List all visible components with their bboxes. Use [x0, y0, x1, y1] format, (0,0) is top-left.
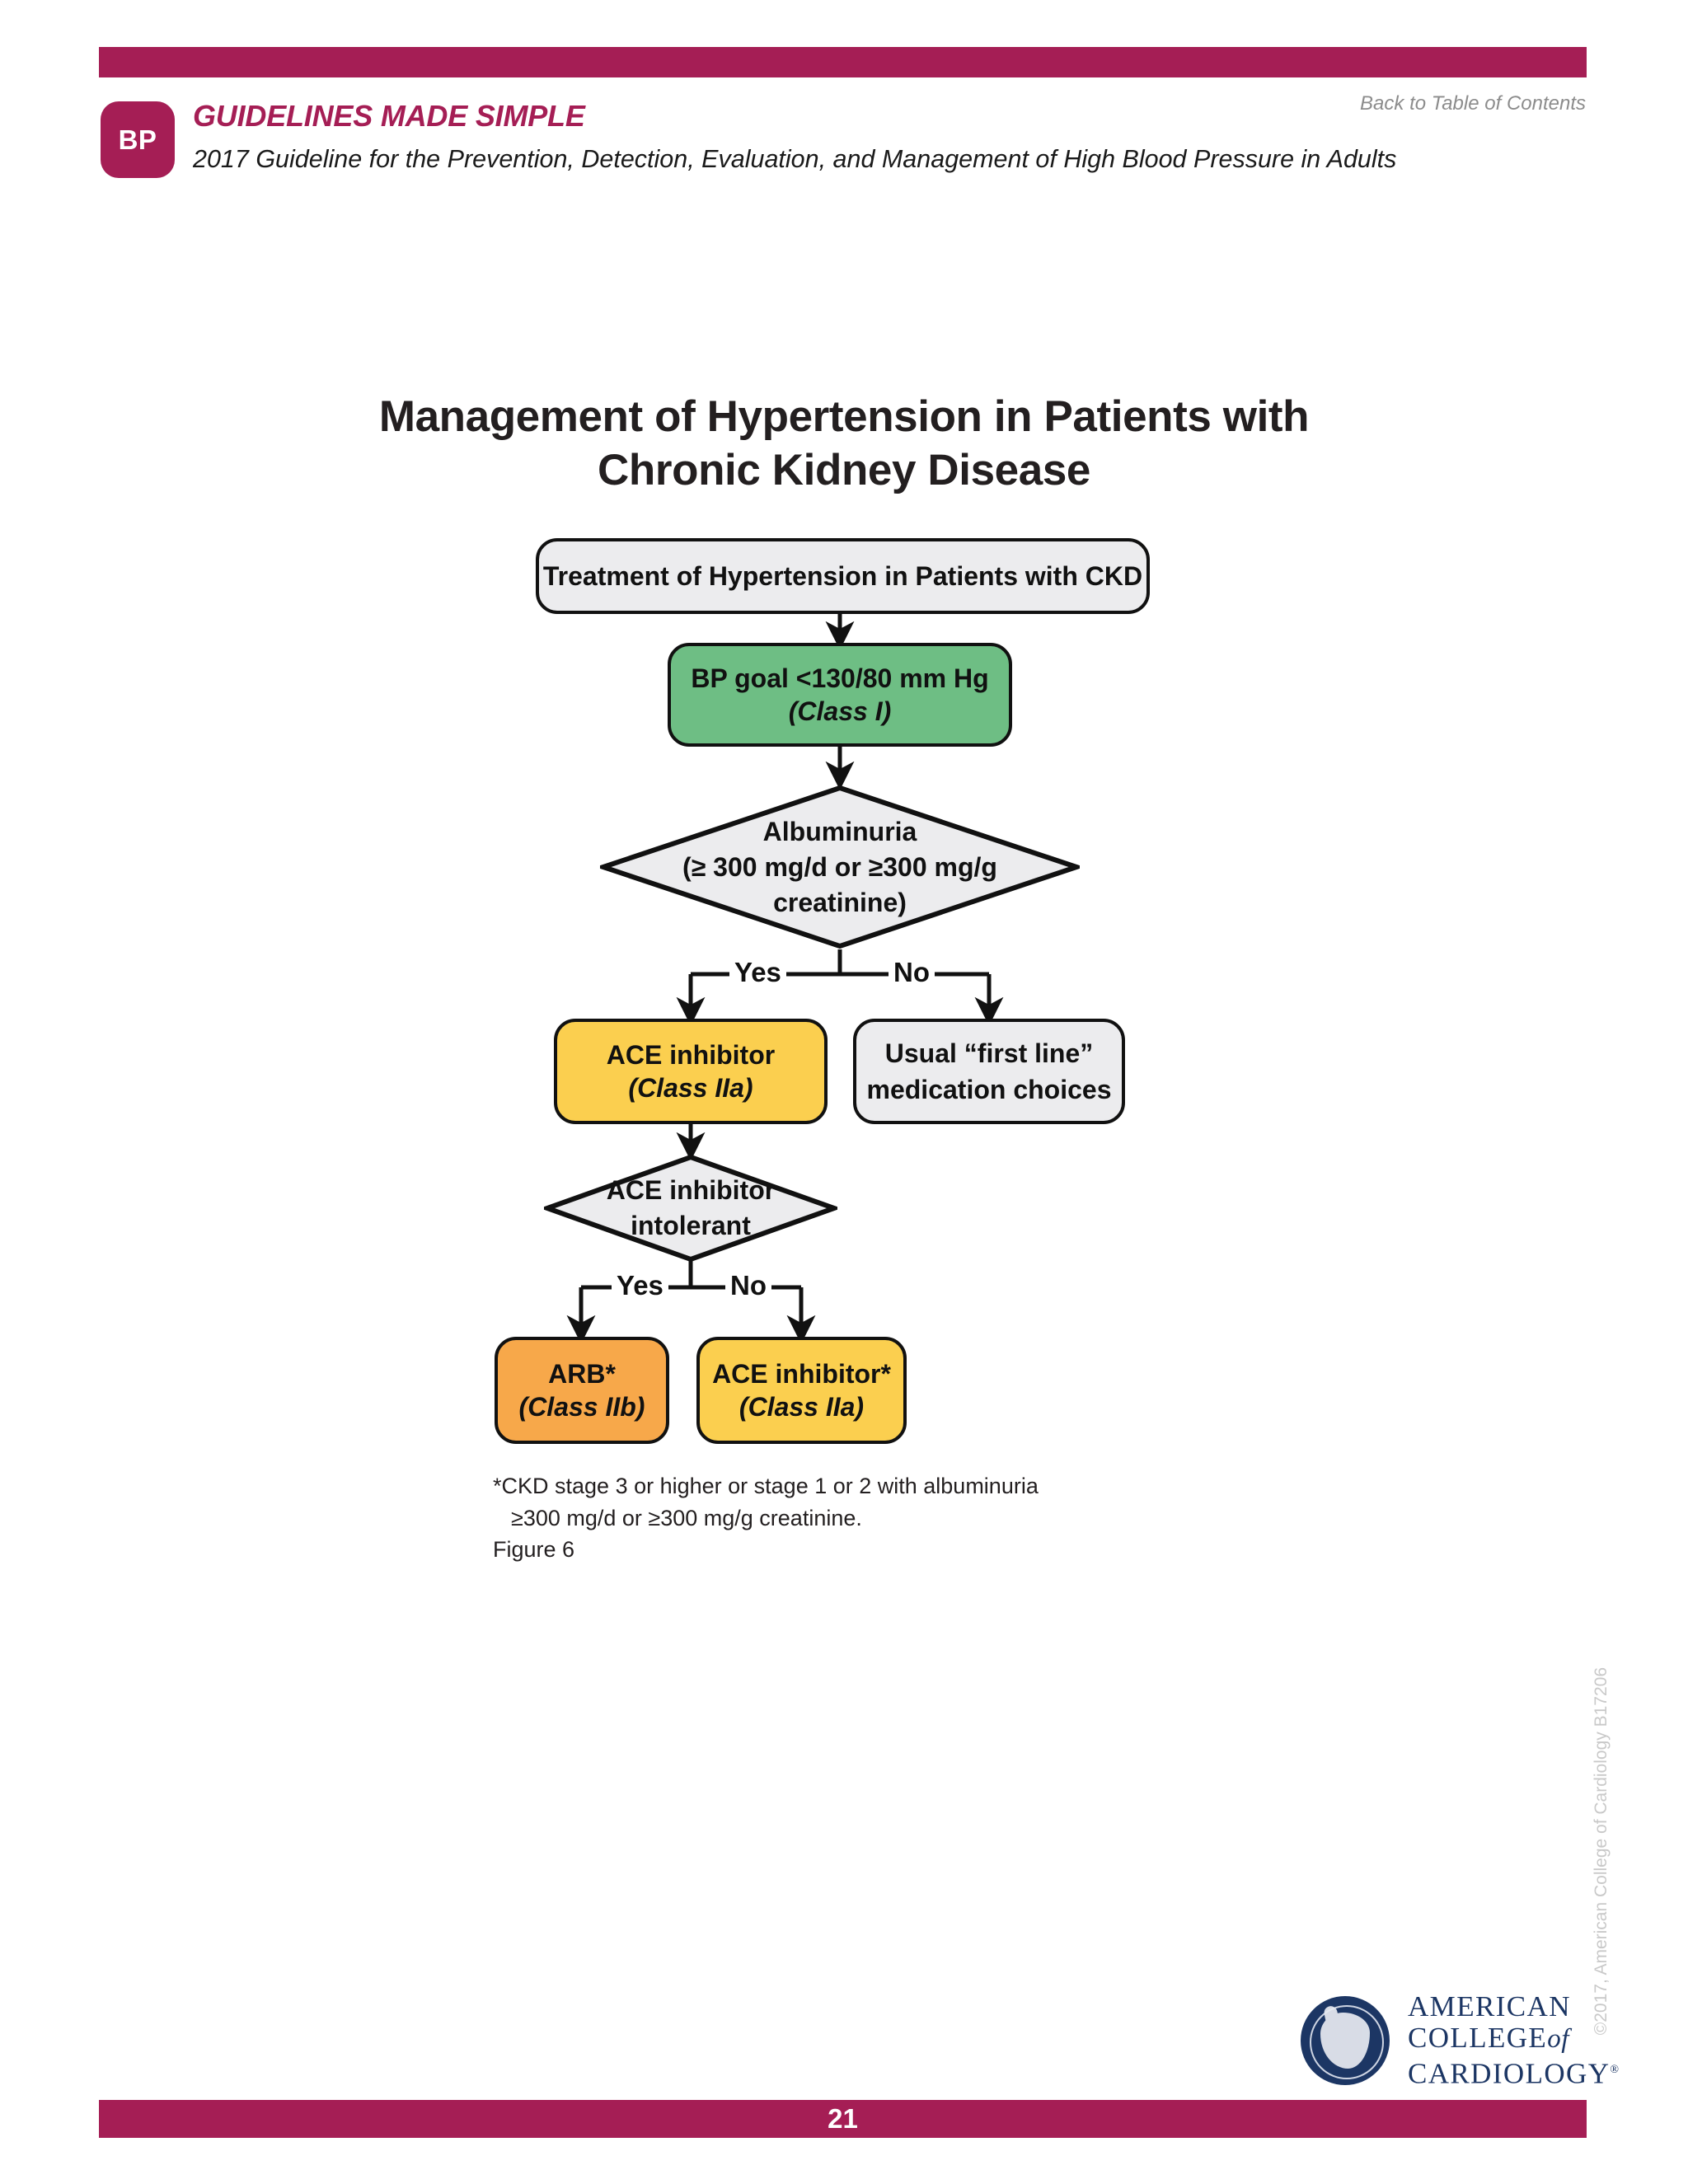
brand-title: GUIDELINES MADE SIMPLE	[193, 99, 585, 133]
diamond-shape	[600, 785, 1080, 949]
footnote-line1: *CKD stage 3 or higher or stage 1 or 2 w…	[493, 1474, 1039, 1498]
flow-node-start-label: Treatment of Hypertension in Patients wi…	[542, 561, 1143, 591]
flow-node-bp-goal[interactable]: BP goal <130/80 mm Hg (Class I)	[668, 643, 1012, 747]
figure-label: Figure 6	[493, 1537, 575, 1562]
flow-node-ace-inhibitor[interactable]: ACE inhibitor (Class IIa)	[554, 1019, 828, 1124]
flow-node-ace-inhibitor-star[interactable]: ACE inhibitor* (Class IIa)	[696, 1337, 907, 1444]
flow-node-ace-inhibitor-label: ACE inhibitor	[606, 1040, 776, 1070]
acc-wordmark-line2: COLLEGE	[1408, 2022, 1548, 2054]
flow-node-bp-goal-label: BP goal <130/80 mm Hg	[691, 663, 989, 693]
branch-label-no-intolerant: No	[725, 1272, 771, 1299]
footnote-line2: ≥300 mg/d or ≥300 mg/g creatinine.	[511, 1506, 862, 1530]
flow-node-usual-first-line[interactable]: Usual “first line” medication choices	[853, 1019, 1125, 1124]
usual-first-line-line2: medication choices	[866, 1075, 1112, 1104]
bp-badge: BP	[101, 101, 175, 178]
acc-wordmark-of: of	[1547, 2024, 1569, 2054]
albuminuria-line2: (≥ 300 mg/d or ≥300 mg/g	[682, 851, 997, 882]
registered-mark: ®	[1610, 2064, 1620, 2076]
vertical-copyright: ©2017, American College of Cardiology B1…	[1592, 1667, 1611, 2036]
flow-node-albuminuria-text: Albuminuria (≥ 300 mg/d or ≥300 mg/g cre…	[600, 785, 1080, 949]
back-to-table-of-contents-link[interactable]: Back to Table of Contents	[1360, 92, 1586, 115]
flow-node-arb-label: ARB*	[548, 1359, 616, 1389]
albuminuria-line1: Albuminuria	[762, 816, 917, 846]
flow-node-ace-inhibitor-star-class: (Class IIa)	[738, 1392, 865, 1422]
flow-node-ace-intolerant-text: ACE inhibitor intolerant	[544, 1154, 837, 1263]
flow-node-albuminuria[interactable]: Albuminuria (≥ 300 mg/d or ≥300 mg/g cre…	[600, 785, 1080, 949]
acc-logo: AMERICAN COLLEGEof CARDIOLOGY®	[1301, 1991, 1619, 2090]
flow-node-ace-inhibitor-class: (Class IIa)	[628, 1073, 753, 1103]
diamond-shape	[544, 1154, 837, 1263]
acc-wordmark: AMERICAN COLLEGEof CARDIOLOGY®	[1408, 1991, 1619, 2090]
acc-wordmark-line1: AMERICAN	[1408, 1990, 1571, 2022]
flow-node-bp-goal-class: (Class I)	[788, 696, 892, 726]
acc-wordmark-line2-wrap: COLLEGEof	[1408, 2022, 1619, 2055]
flow-node-ace-inhibitor-star-label: ACE inhibitor*	[712, 1359, 891, 1389]
flow-node-arb[interactable]: ARB* (Class IIb)	[495, 1337, 669, 1444]
page-title: Management of Hypertension in Patients w…	[0, 390, 1688, 497]
figure-footnote: *CKD stage 3 or higher or stage 1 or 2 w…	[493, 1470, 1235, 1535]
branch-label-yes-albuminuria: Yes	[729, 958, 786, 986]
acc-wordmark-line3-wrap: CARDIOLOGY®	[1408, 2055, 1619, 2090]
flow-node-arb-class: (Class IIb)	[518, 1392, 645, 1422]
flow-node-ace-intolerant[interactable]: ACE inhibitor intolerant	[544, 1154, 837, 1263]
ace-intolerant-line1: ACE inhibitor	[606, 1175, 776, 1205]
albuminuria-line3: creatinine)	[773, 887, 907, 917]
guideline-subtitle: 2017 Guideline for the Prevention, Detec…	[193, 145, 1397, 173]
acc-wordmark-line3: CARDIOLOGY	[1408, 2057, 1611, 2090]
figure-title-line2: Chronic Kidney Disease	[598, 446, 1090, 494]
flow-node-start[interactable]: Treatment of Hypertension in Patients wi…	[536, 538, 1150, 614]
figure-title-line1: Management of Hypertension in Patients w…	[378, 392, 1310, 441]
ace-intolerant-line2: intolerant	[631, 1211, 751, 1240]
usual-first-line-line1: Usual “first line”	[884, 1038, 1094, 1068]
bp-badge-label: BP	[118, 124, 157, 155]
branch-label-no-albuminuria: No	[889, 958, 935, 986]
acc-seal-icon	[1301, 1995, 1390, 2085]
footer-bar: 21	[99, 2100, 1587, 2138]
branch-label-yes-intolerant: Yes	[612, 1272, 668, 1299]
page-number: 21	[828, 2103, 858, 2134]
header-accent-bar	[99, 47, 1587, 77]
